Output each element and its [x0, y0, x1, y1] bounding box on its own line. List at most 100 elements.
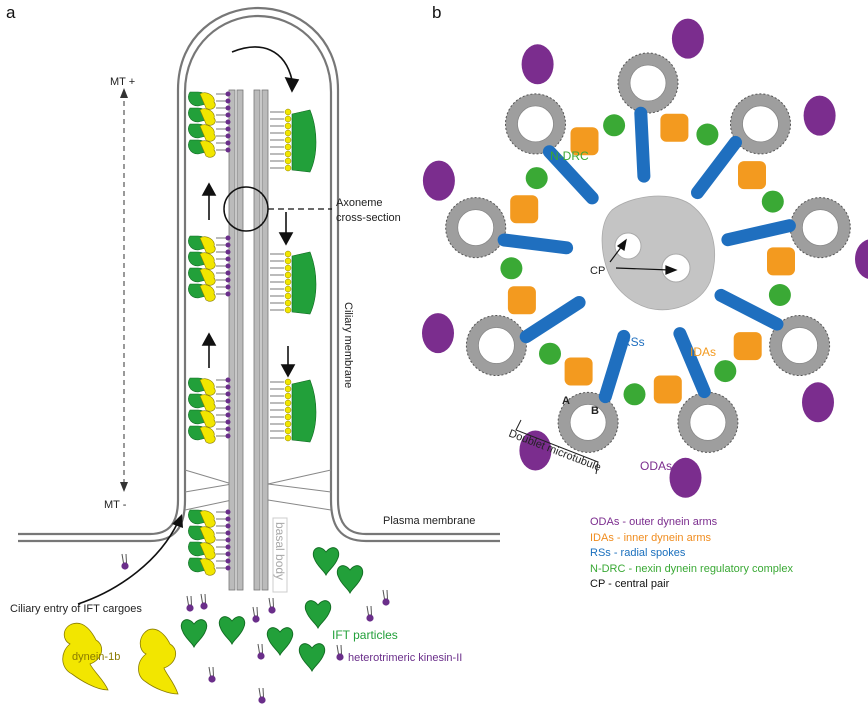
axoneme-microtubules: [228, 89, 269, 591]
ift-train-right: [270, 108, 317, 443]
ida: [767, 247, 795, 276]
kinesin-label: heterotrimeric kinesin-II: [348, 652, 462, 664]
ida: [564, 357, 593, 386]
ndrc: [761, 190, 784, 213]
panel-a: a basal body: [6, 3, 500, 705]
ndrc: [714, 360, 737, 383]
ift-train-retrograde: [270, 378, 317, 443]
oda: [422, 313, 454, 354]
panel-b: b CP N-DRC RSs IDAs ODAs A B Doublet mic…: [422, 3, 868, 590]
mt-minus-label: MT -: [104, 499, 127, 511]
panel-a-letter: a: [6, 3, 16, 22]
ndrc: [768, 284, 791, 306]
ift-train-left: [188, 91, 231, 576]
dynein-1b-left: [62, 622, 109, 691]
ndrc: [539, 342, 561, 365]
doublet-ring: [445, 52, 851, 453]
cp-label: CP: [590, 265, 605, 277]
axoneme-label-1: Axoneme: [336, 197, 382, 209]
radial-spoke: [634, 106, 651, 183]
ndrc: [603, 114, 626, 137]
legend-rss: RSs - radial spokes: [590, 547, 686, 559]
radial-spokes: [497, 106, 796, 404]
oda: [802, 382, 834, 423]
b-tubule-label: B: [591, 405, 599, 417]
ida: [510, 195, 539, 224]
ida: [660, 113, 689, 142]
a-tubule-label: A: [562, 395, 570, 407]
basal-body-box: [272, 517, 288, 593]
entry-arrow: [77, 521, 179, 605]
panel-b-letter: b: [432, 3, 441, 22]
doublet-bracket: [515, 419, 599, 475]
radial-spoke: [519, 296, 586, 344]
legend: ODAs - outer dynein arms IDAs - inner dy…: [590, 516, 793, 590]
doublet-microtubule: [789, 197, 851, 259]
oda: [855, 239, 868, 279]
ndrc: [696, 123, 719, 146]
membrane-outline: [18, 6, 500, 543]
doublet-microtubule: [445, 197, 507, 259]
axoneme-label-2: cross-section: [336, 212, 401, 224]
ndrc: [500, 257, 523, 280]
ift-train-anterograde: [188, 377, 231, 444]
doublet-microtubule: [769, 315, 831, 376]
mt-plus-label: MT +: [110, 76, 135, 88]
ida: [653, 375, 682, 404]
inner-dynein-arms: [507, 113, 795, 404]
ndrc-complexes: [500, 114, 791, 406]
radial-spoke: [497, 233, 574, 255]
oda: [521, 44, 554, 85]
entry-arrowhead: [172, 514, 183, 528]
cp-arrows: [609, 238, 678, 275]
dynein-label: dynein-1b: [72, 651, 120, 663]
ift-train-retrograde: [270, 250, 317, 315]
ift-particles-label: IFT particles: [332, 628, 398, 642]
oda: [669, 457, 702, 498]
ift-train-anterograde: [188, 509, 231, 576]
odas-label: ODAs: [640, 459, 672, 473]
doublet-microtubule: [557, 391, 619, 453]
ida: [507, 286, 536, 315]
radial-spoke: [691, 135, 742, 200]
doublet-microtubule: [505, 93, 566, 155]
oda: [422, 160, 455, 201]
ciliary-entry-label: Ciliary entry of IFT cargoes: [10, 603, 142, 615]
legend-ndrc: N-DRC - nexin dynein regulatory complex: [590, 563, 793, 575]
outer-dynein-arms: [422, 18, 868, 498]
dynein-1b-right: [138, 628, 179, 695]
ndrc-label: N-DRC: [550, 149, 589, 163]
transition-fibers: [184, 469, 332, 511]
idas-label: IDAs: [690, 345, 716, 359]
direction-arrows: [201, 46, 300, 378]
legend-cp: CP - central pair: [590, 578, 670, 590]
doublet-microtubule: [677, 391, 739, 453]
ndrc: [623, 383, 646, 406]
ida: [738, 161, 766, 190]
ida: [570, 127, 599, 156]
mt-axis: [120, 88, 128, 492]
ida: [733, 332, 762, 361]
doublet-microtubule: [465, 315, 527, 376]
central-pair: [601, 195, 716, 311]
ciliary-membrane-label: Ciliary membrane: [342, 302, 354, 388]
ift-train-anterograde: [188, 235, 231, 302]
legend-odas: ODAs - outer dynein arms: [590, 516, 718, 528]
doublet-microtubule: [617, 52, 679, 114]
ndrc: [525, 167, 548, 190]
ift-train-anterograde: [188, 91, 231, 158]
radial-spoke: [598, 329, 631, 404]
radial-spoke: [721, 219, 796, 247]
basal-body-label: basal body: [273, 522, 287, 580]
doublet-microtubule: [730, 93, 791, 155]
oda: [671, 18, 704, 59]
plasma-membrane-label: Plasma membrane: [383, 515, 475, 527]
legend-idas: IDAs - inner dynein arms: [590, 532, 712, 544]
radial-spoke: [542, 145, 599, 205]
radial-spoke: [673, 327, 711, 399]
radial-spoke: [714, 288, 784, 331]
oda: [803, 95, 836, 136]
ift-train-retrograde: [270, 108, 317, 173]
rss-label: RSs: [622, 335, 645, 349]
